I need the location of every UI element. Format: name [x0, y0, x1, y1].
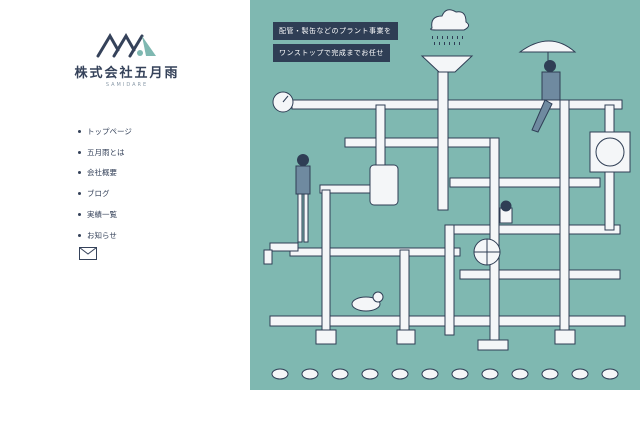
hero-illustration: [250, 0, 640, 390]
site-logo[interactable]: 株式会社五月雨 SAMIDARE: [62, 30, 192, 88]
nav-item-blog[interactable]: ブログ: [78, 183, 132, 204]
nav-label: ブログ: [87, 189, 110, 199]
pipe-illustration: [263, 9, 631, 380]
bullet-icon: [78, 213, 81, 217]
hero-tagline-2: ワンストップで完成までお任せ: [273, 44, 390, 62]
nav-item-company[interactable]: 会社概要: [78, 163, 132, 184]
nav-item-top[interactable]: トップページ: [78, 121, 132, 142]
nav-label: 実績一覧: [87, 210, 117, 220]
logo-subtitle: SAMIDARE: [105, 82, 149, 88]
main-nav: トップページ 五月雨とは 会社概要 ブログ 実績一覧 お知らせ: [78, 121, 132, 246]
bullet-icon: [78, 192, 81, 196]
bullet-icon: [78, 129, 81, 133]
nav-label: 会社概要: [87, 168, 117, 178]
nav-label: トップページ: [87, 126, 132, 136]
nav-item-about[interactable]: 五月雨とは: [78, 142, 132, 163]
sidebar: 株式会社五月雨 SAMIDARE トップページ 五月雨とは 会社概要 ブログ 実…: [0, 0, 250, 425]
mail-icon[interactable]: [79, 247, 97, 260]
bullet-icon: [78, 150, 81, 154]
nav-item-news[interactable]: お知らせ: [78, 225, 132, 246]
nav-item-works[interactable]: 実績一覧: [78, 204, 132, 225]
bullet-icon: [78, 171, 81, 175]
logo-name: 株式会社五月雨: [74, 66, 180, 81]
rain-logo-icon: [96, 33, 156, 58]
nav-label: 五月雨とは: [87, 147, 125, 157]
hero-tagline-1: 配管・製缶などのプラント事業を: [273, 22, 398, 40]
nav-label: お知らせ: [87, 230, 117, 240]
bullet-icon: [78, 233, 81, 237]
